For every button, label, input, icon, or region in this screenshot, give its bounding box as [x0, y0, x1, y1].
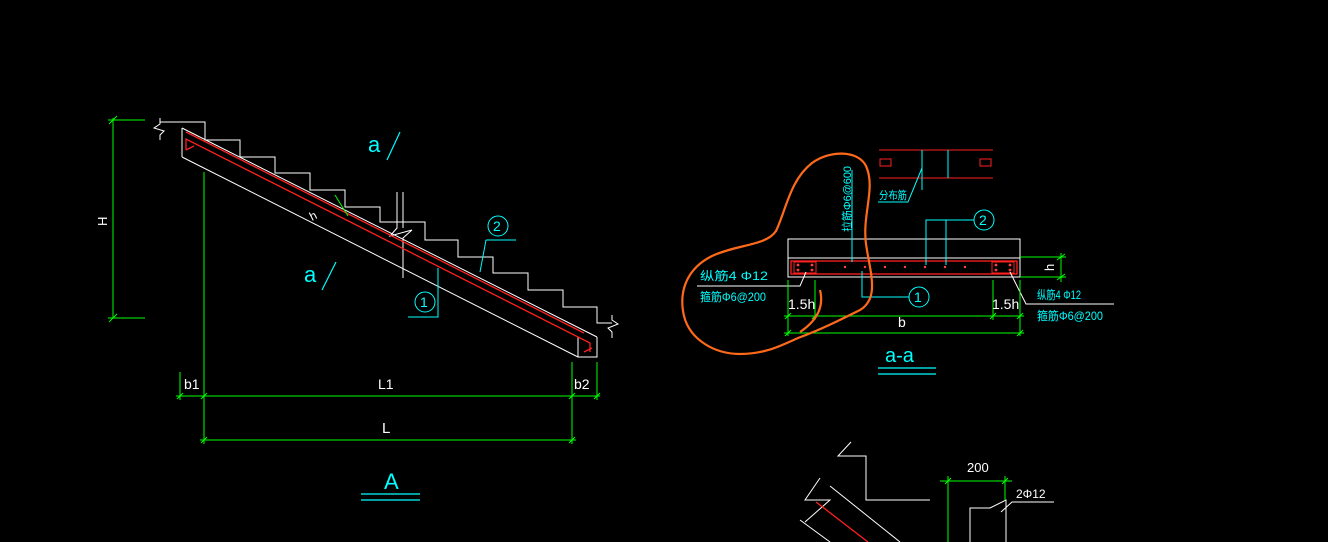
orange-markup-tail — [799, 289, 823, 333]
svg-text:h: h — [1042, 264, 1057, 271]
right-rebar-notes: 纵筋4 Φ12 箍筋Φ6@200 — [1009, 271, 1114, 323]
svg-text:L: L — [382, 420, 390, 437]
break-line-mid — [388, 192, 413, 278]
break-line-top-left — [152, 118, 165, 140]
distribution-rebar-detail: 分布筋 — [878, 149, 993, 203]
rebar-bottom-main — [185, 137, 591, 352]
callout-1-section: 1 — [861, 271, 930, 308]
detail-slab-edge — [804, 477, 832, 523]
bottom-detail-view: 200 2Φ12 — [799, 441, 1054, 542]
svg-text:b2: b2 — [574, 376, 590, 392]
orange-markup-circle — [681, 152, 874, 356]
svg-text:b: b — [898, 314, 906, 330]
detail-rebar — [815, 501, 869, 542]
svg-text:2: 2 — [979, 212, 987, 228]
dimension-L: L — [200, 420, 576, 444]
svg-text:200: 200 — [967, 460, 989, 475]
section-left-beam-stirrup — [793, 261, 817, 274]
svg-text:2Φ12: 2Φ12 — [1016, 487, 1046, 501]
svg-text:箍筋Φ6@200: 箍筋Φ6@200 — [700, 289, 766, 304]
slab-bottom-end — [577, 337, 598, 358]
detail-slab-top — [829, 485, 901, 542]
dimension-b-row: 1.5h 1.5h b — [784, 280, 1024, 337]
stair-slab-top-line — [181, 127, 598, 338]
section-a-a-view: 分布筋 拉筋Φ6@600 2 1 纵筋4 Φ12 箍筋Φ6@200 纵筋4 — [681, 149, 1114, 375]
stair-step-profile-lower — [403, 221, 612, 324]
section-rebar-dots — [796, 263, 1012, 272]
detail-rebar-label: 2Φ12 — [1000, 487, 1054, 513]
svg-text:H: H — [95, 217, 110, 226]
stair-elevation-view-a: h a a 2 1 H — [95, 115, 620, 501]
svg-text:1: 1 — [420, 294, 428, 310]
callout-1-view-a: 1 — [408, 268, 439, 318]
rebar-top-main — [185, 131, 585, 334]
svg-text:纵筋4 Φ12: 纵筋4 Φ12 — [700, 268, 768, 283]
detail-beam-outline — [969, 499, 1007, 542]
callout-2-section: 2 — [925, 209, 995, 265]
svg-text:1.5h: 1.5h — [788, 296, 815, 312]
svg-text:b1: b1 — [184, 376, 200, 392]
section-mark-slash-lower — [321, 261, 337, 291]
svg-text:a-a: a-a — [885, 345, 915, 367]
rebar-hook-bottom — [583, 347, 593, 353]
section-mark-a-lower: a — [304, 262, 317, 287]
svg-text:2: 2 — [493, 218, 501, 234]
svg-text:A: A — [384, 469, 399, 494]
detail-outline-top — [836, 441, 930, 501]
dimension-H: H — [95, 115, 145, 323]
section-title-a-a: a-a — [878, 345, 936, 375]
svg-text:1.5h: 1.5h — [992, 296, 1019, 312]
svg-text:1: 1 — [914, 289, 922, 305]
rebar-hook-top — [185, 145, 195, 151]
dimension-row-b1-L1-b2: b1 L1 b2 — [176, 376, 601, 400]
svg-text:L1: L1 — [378, 376, 394, 392]
svg-text:纵筋4 Φ12: 纵筋4 Φ12 — [1037, 287, 1081, 302]
view-title-a: A — [361, 469, 420, 501]
detail-slab-bottom — [799, 519, 831, 542]
stair-step-profile-upper — [160, 121, 403, 223]
break-line-bottom-right — [607, 315, 620, 338]
callout-2-view-a: 2 — [479, 215, 516, 273]
section-rebar-cage — [790, 260, 1018, 275]
stair-slab-soffit — [181, 156, 579, 358]
svg-text:拉筋Φ6@600: 拉筋Φ6@600 — [840, 166, 854, 232]
detail-dim-200: 200 — [940, 460, 1012, 542]
tie-rebar-note: 拉筋Φ6@600 — [840, 166, 854, 262]
section-mark-a-upper: a — [368, 132, 381, 157]
svg-text:箍筋Φ6@200: 箍筋Φ6@200 — [1037, 308, 1103, 323]
section-right-beam-stirrup — [991, 261, 1015, 274]
section-mark-slash-upper — [386, 131, 401, 161]
svg-text:分布筋: 分布筋 — [879, 188, 907, 202]
left-rebar-notes: 纵筋4 Φ12 箍筋Φ6@200 — [697, 268, 807, 304]
slab-thickness-dim — [334, 194, 349, 217]
dimension-h-section: h — [1020, 253, 1066, 282]
